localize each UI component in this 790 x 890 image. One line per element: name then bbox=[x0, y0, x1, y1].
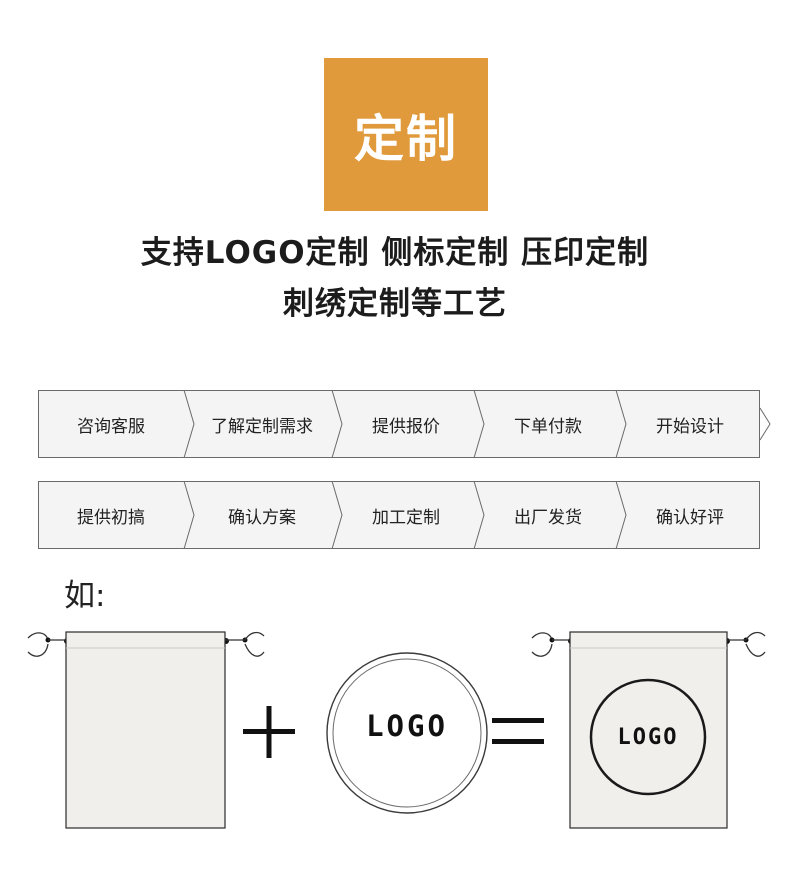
process-row-1: 咨询客服 了解定制需求 提供报价 下单付款 开始设计 bbox=[38, 389, 771, 459]
example-label: 如: bbox=[64, 578, 106, 614]
plain-bag-icon bbox=[27, 631, 265, 829]
process-row-2-frame bbox=[38, 480, 760, 550]
process-row-2: 提供初搞 确认方案 加工定制 出厂发货 确认好评 bbox=[38, 480, 760, 550]
step-understand-needs: 了解定制需求 bbox=[211, 416, 313, 437]
equals-icon bbox=[492, 718, 544, 744]
headline-line-2: 刺绣定制等工艺 bbox=[283, 286, 507, 322]
step-payment: 下单付款 bbox=[514, 416, 582, 437]
logo-circle-text: LOGO bbox=[366, 709, 448, 743]
step-quote: 提供报价 bbox=[372, 416, 440, 437]
title-badge-text: 定制 bbox=[354, 109, 458, 168]
example-illustration bbox=[27, 631, 766, 829]
headline-line-1: 支持LOGO定制 侧标定制 压印定制 bbox=[140, 235, 650, 271]
process-row-1-frame bbox=[38, 389, 771, 459]
logo-circle-icon bbox=[326, 652, 488, 814]
step-first-draft: 提供初搞 bbox=[77, 507, 145, 528]
step-consult: 咨询客服 bbox=[77, 416, 145, 437]
logo-bag-text: LOGO bbox=[617, 724, 679, 750]
step-start-design: 开始设计 bbox=[656, 416, 724, 437]
title-badge: 定制 bbox=[324, 58, 488, 211]
plus-icon bbox=[243, 706, 295, 758]
step-review: 确认好评 bbox=[656, 507, 724, 528]
logo-bag-icon bbox=[531, 631, 766, 829]
step-confirm-plan: 确认方案 bbox=[228, 507, 296, 528]
step-shipping: 出厂发货 bbox=[514, 507, 582, 528]
step-production: 加工定制 bbox=[372, 507, 440, 528]
